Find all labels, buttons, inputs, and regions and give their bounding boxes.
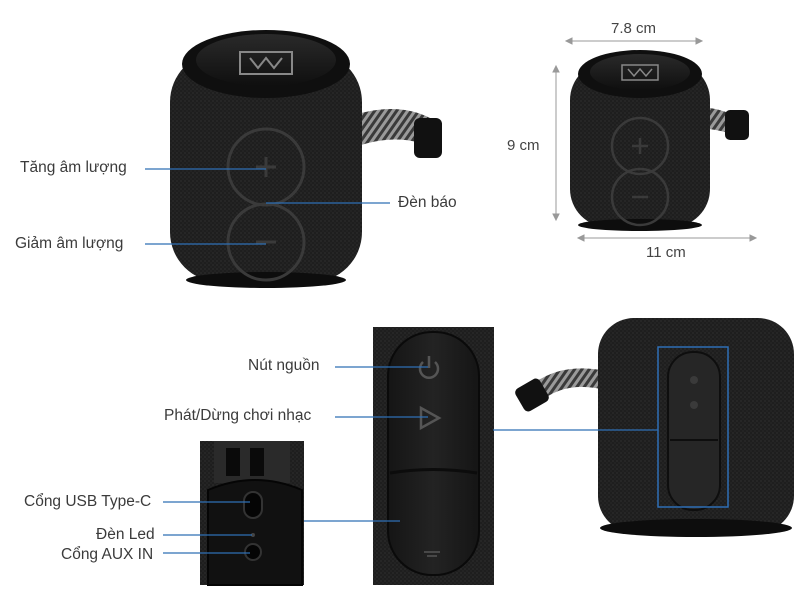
label-led: Đèn Led xyxy=(96,526,155,543)
label-usb-c-port: Cổng USB Type-C xyxy=(24,493,152,510)
highlight-box xyxy=(657,346,729,508)
leader-lines-bottom xyxy=(163,366,658,554)
label-aux-in: Cổng AUX IN xyxy=(61,546,154,563)
aux-port-icon xyxy=(244,543,262,561)
usb-c-port-icon xyxy=(243,491,263,519)
speaker-front-view xyxy=(170,30,442,288)
ports-closeup xyxy=(200,441,304,586)
dimension-height: 9 cm xyxy=(507,137,540,154)
speaker-dimension-view xyxy=(570,50,749,231)
label-power-button: Nút nguồn xyxy=(248,357,320,374)
label-volume-up: Tăng âm lượng xyxy=(20,159,127,176)
label-volume-down: Giảm âm lượng xyxy=(15,235,124,252)
label-play-pause: Phát/Dừng chơi nhạc xyxy=(164,407,312,424)
label-indicator-light: Đèn báo xyxy=(398,194,457,211)
dimension-top: 7.8 cm xyxy=(611,20,657,37)
dimension-bottom: 11 cm xyxy=(646,244,686,261)
plus-icon xyxy=(256,157,276,177)
speaker-side-view xyxy=(515,318,794,537)
logo-icon xyxy=(239,51,293,75)
led-icon xyxy=(251,533,255,537)
vol-down-ring xyxy=(226,202,306,282)
dimension-arrows xyxy=(552,37,758,242)
button-strip-closeup xyxy=(373,327,494,585)
leader-lines-front xyxy=(145,168,390,245)
play-icon xyxy=(419,405,442,431)
